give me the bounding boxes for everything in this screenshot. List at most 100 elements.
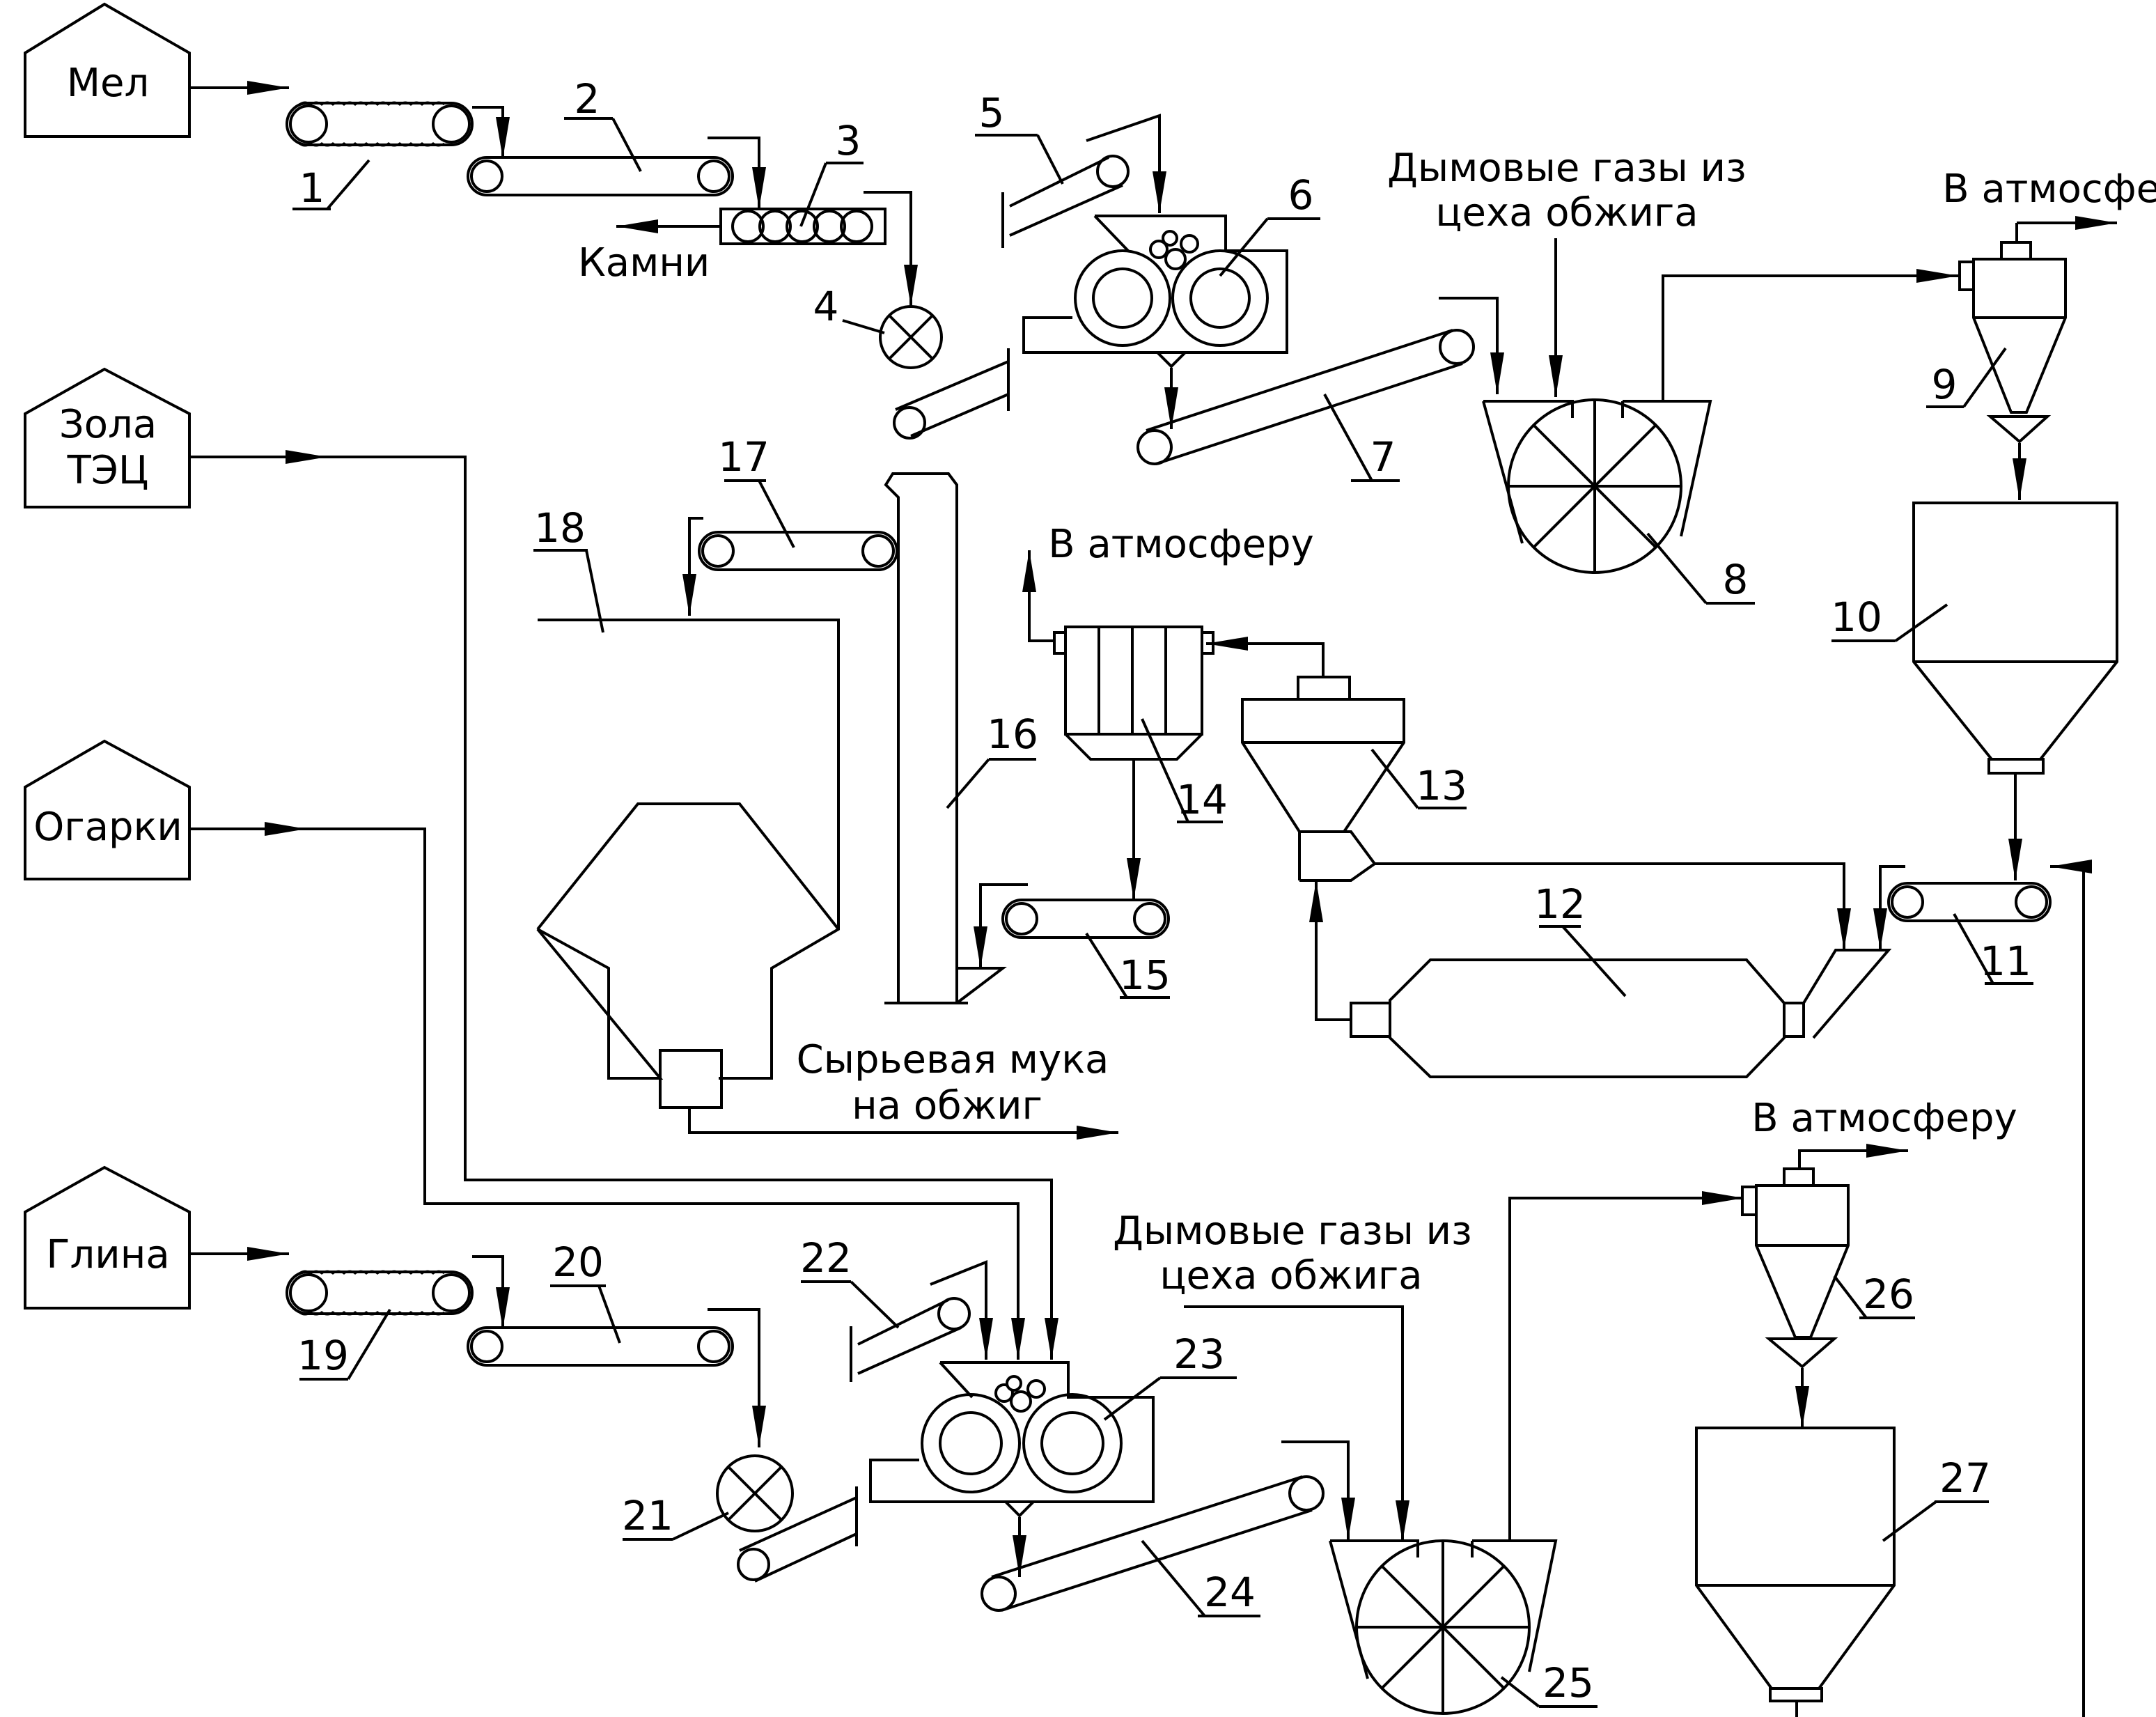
label-7: 7 (1370, 433, 1396, 481)
source-ash-label-1: Зола (59, 402, 157, 447)
belt-conveyor-20 (467, 1326, 734, 1367)
bag-filter-14 (1053, 626, 1214, 761)
label-27: 27 (1939, 1454, 1991, 1502)
label-25: 25 (1542, 1659, 1594, 1707)
flow-12-to-13 (1309, 880, 1351, 1021)
raw-meal-label-1: Сырьевая мука (797, 1037, 1109, 1082)
flow-ash-to-23 (299, 456, 1059, 1360)
feeder-4 (879, 305, 943, 369)
flow-15-to-16 (974, 883, 1028, 968)
homogenizing-silo-18 (536, 619, 840, 1109)
flue-gas-top-label-1: Дымовые газы из (1387, 146, 1747, 191)
inclined-conveyor-7 (1136, 329, 1475, 465)
source-chalk: Мел (24, 2, 191, 138)
label-24: 24 (1204, 1569, 1256, 1616)
label-12: 12 (1534, 880, 1586, 928)
plate-feeder-19 (286, 1270, 474, 1316)
source-cinders-label: Огарки (33, 805, 182, 850)
roller-crusher-6 (1022, 215, 1288, 368)
label-17: 17 (718, 433, 770, 481)
source-clay: Глина (24, 1165, 191, 1310)
flow-2-to-3 (708, 137, 766, 209)
label-2: 2 (575, 75, 600, 123)
label-5: 5 (979, 89, 1005, 137)
source-cinders: Огарки (24, 739, 191, 880)
dryer-mill-8 (1482, 398, 1712, 574)
stones-label: Камни (578, 240, 710, 286)
label-3: 3 (836, 117, 861, 164)
inclined-conveyor-21-out (737, 1486, 858, 1583)
label-4: 4 (813, 283, 839, 330)
roller-screen-3 (719, 208, 886, 245)
source-clay-label: Глина (46, 1232, 169, 1277)
belt-conveyor-2 (467, 156, 734, 196)
source-ash: Зола ТЭЦ (24, 367, 191, 508)
belt-conveyor-17 (698, 531, 898, 571)
flow-1-to-2 (472, 106, 510, 159)
label-14: 14 (1176, 776, 1228, 823)
label-19: 19 (297, 1332, 349, 1379)
flow-raw-meal-out (688, 1108, 1118, 1140)
flow-17-to-18 (682, 517, 703, 616)
flow-11-to-12 (1873, 865, 1905, 950)
source-ash-label-2: ТЭЦ (67, 448, 149, 493)
plate-feeder-1 (286, 101, 474, 147)
inclined-conveyor-5 (1001, 155, 1130, 248)
label-11: 11 (1980, 938, 2031, 985)
label-8: 8 (1723, 556, 1749, 603)
flow-8-to-9 (1662, 269, 1958, 401)
flow-14-to-atmosphere (1022, 550, 1054, 642)
flow-26-to-atmosphere (1798, 1144, 1908, 1167)
atmosphere-mid-label: В атмосферу (1048, 522, 1313, 567)
dryer-mill-25 (1329, 1539, 1558, 1715)
leader-1 (326, 159, 370, 210)
bucket-elevator-16 (884, 472, 1007, 1004)
inclined-conveyor-4-out (893, 348, 1010, 440)
flow-24-to-25 (1281, 1440, 1355, 1539)
cyclone-9 (1958, 241, 2067, 444)
flow-19-to-20 (472, 1255, 510, 1329)
flow-flue-gas-to-25 (1184, 1305, 1409, 1542)
flow-5-to-6 (1086, 114, 1166, 213)
label-22: 22 (800, 1234, 852, 1282)
raw-meal-label-2: на обжиг (852, 1083, 1042, 1128)
label-15: 15 (1119, 951, 1171, 999)
label-26: 26 (1863, 1271, 1914, 1318)
flow-7-to-8 (1439, 297, 1504, 394)
separator-13 (1241, 676, 1405, 882)
label-23: 23 (1173, 1330, 1225, 1378)
silo-10 (1912, 502, 2118, 775)
flow-13-to-14 (1206, 637, 1325, 676)
flow-3-to-4 (864, 191, 918, 306)
inclined-conveyor-22 (850, 1297, 971, 1382)
atmosphere-top-label: В атмосферу (1942, 166, 2156, 212)
belt-conveyor-15 (1001, 899, 1170, 939)
label-16: 16 (987, 710, 1038, 758)
flow-27-return (1795, 867, 2085, 1717)
label-1: 1 (299, 164, 325, 212)
flow-cinders-to-23 (279, 828, 1025, 1360)
label-21: 21 (622, 1492, 673, 1539)
source-chalk-label: Мел (67, 61, 150, 106)
label-6: 6 (1288, 171, 1314, 219)
flow-22-to-23 (930, 1260, 993, 1360)
roller-crusher-23 (869, 1361, 1155, 1518)
label-13: 13 (1416, 762, 1467, 809)
flue-gas-bottom-label-2: цеха обжига (1159, 1253, 1422, 1298)
flow-13-to-12 (1375, 862, 1851, 950)
drying-drum-12 (1350, 949, 1892, 1078)
label-18: 18 (534, 504, 586, 552)
label-20: 20 (552, 1238, 604, 1286)
label-10: 10 (1831, 593, 1882, 641)
atmosphere-bottom-label: В атмосферу (1751, 1096, 2017, 1141)
silo-27 (1695, 1427, 1896, 1702)
flow-25-to-26 (1508, 1191, 1744, 1541)
flow-20-to-21 (708, 1308, 766, 1447)
feeder-21 (716, 1454, 794, 1532)
belt-conveyor-11 (1887, 882, 2052, 922)
flue-gas-bottom-label-1: Дымовые газы из (1113, 1209, 1472, 1254)
flue-gas-top-label-2: цеха обжига (1435, 190, 1698, 235)
label-9: 9 (1932, 361, 1958, 408)
cyclone-26 (1741, 1167, 1850, 1369)
